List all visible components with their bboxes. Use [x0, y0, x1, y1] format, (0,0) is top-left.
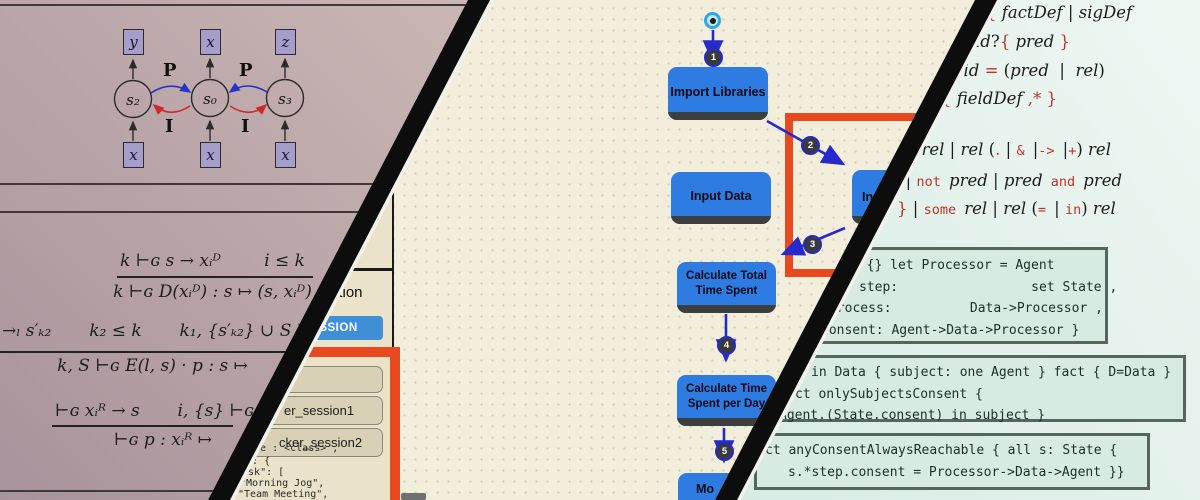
node-label: Calculate Time — [686, 383, 767, 395]
start-node[interactable] — [704, 12, 721, 29]
rule-line — [0, 211, 479, 213]
rule-line — [0, 4, 479, 6]
code-line: process: Data->Processor , — [829, 301, 1103, 316]
var-box-top: x — [200, 29, 221, 55]
node-calc-total[interactable]: Calculate Total Time Spent — [677, 262, 776, 313]
state-label: s₃ — [278, 90, 292, 108]
edge-label-p: P — [163, 60, 177, 81]
var-box-bottom: x — [275, 142, 296, 168]
edge-badge-1[interactable]: 1 — [704, 48, 723, 67]
edge-label-p: P — [239, 60, 253, 81]
var-box-top: z — [275, 29, 296, 55]
node-label: Time Spent — [695, 285, 758, 297]
state-diagram — [113, 57, 305, 141]
edge-label-i: I — [241, 116, 250, 137]
fraction-bar — [0, 351, 290, 353]
json-output-line: Task": [ — [236, 467, 285, 478]
state-label: s₀ — [203, 90, 217, 108]
node-input-data[interactable]: Input Data — [671, 172, 771, 224]
node-label: Input Data — [690, 189, 752, 203]
inference-rule-conclusion: k ⊢ɢ D(xᵢᴰ) : s ↦ (s, xᵢᴰ) — [113, 282, 312, 302]
grammar-line: { factDef | sigDef — [986, 3, 1133, 22]
code-line: step: set State , — [859, 279, 1118, 295]
inference-rule-premise: ⊢ɢ xᵢᴿ → s i, {s} ⊢ɢ — [55, 401, 255, 421]
edge-badge-2[interactable]: 2 — [801, 136, 820, 155]
node-bottom-bar — [668, 112, 768, 120]
edge-label-i: I — [165, 116, 174, 137]
start-node-dot — [709, 17, 716, 24]
json-output-line: "Morning Jog", — [240, 478, 325, 489]
var-box-top: y — [123, 29, 144, 55]
grammar-line: id?{ pred } — [975, 32, 1070, 51]
node-label: Mo — [696, 482, 715, 496]
code-line: consent: Agent->Data->Processor } — [821, 322, 1080, 338]
node-import-libraries[interactable]: Import Libraries — [668, 67, 768, 120]
code-line: ct anyConsentAlwaysReachable { all s: St… — [765, 443, 1118, 458]
var-box-bottom: x — [123, 142, 144, 168]
grammar-line: ) | not pred | pred and pred — [894, 171, 1123, 190]
state-label: s₂ — [126, 91, 140, 109]
grammar-line: { fieldDef ,* } — [941, 89, 1057, 108]
node-label: Import Libraries — [670, 85, 766, 99]
node-bottom-bar — [671, 216, 771, 224]
edge-badge-5[interactable]: 5 — [715, 442, 734, 461]
node-label: Spent per Day — [687, 398, 766, 410]
node-bottom-bar — [677, 418, 776, 426]
inference-rule-conclusion: k, S ⊢ɢ E(l, s) · p : s ↦ — [57, 356, 248, 376]
json-output-line: "Team Meeting", — [238, 489, 329, 500]
code-line: s.*step.consent = Processor->Data->Agent… — [788, 464, 1125, 480]
edge-badge-3[interactable]: 3 — [803, 235, 822, 254]
inference-rule-premise: k ⊢ɢ s → xᵢᴰ i ≤ k — [120, 251, 305, 271]
node-label: Calculate Total — [686, 270, 767, 282]
edge-badge-4[interactable]: 4 — [717, 336, 736, 355]
fraction-bar — [117, 276, 313, 278]
fraction-bar — [52, 425, 233, 427]
canvas-widget-fragment — [401, 493, 426, 500]
grammar-line: . id = (pred | rel) — [953, 61, 1105, 80]
inference-rule-conclusion: ⊢ɢ p : xᵢᴿ ↦ — [113, 430, 212, 450]
node-label: In — [862, 190, 874, 204]
code-line: Agent.(State.consent) in subject } — [779, 408, 1046, 423]
node-bottom-bar — [677, 305, 776, 313]
rule-line — [0, 183, 479, 185]
code-line: ct onlySubjectsConsent { — [795, 386, 983, 402]
grammar-line: * rel | rel (. | & |-> |+) rel — [908, 140, 1111, 159]
code-box-reachable: ct anyConsentAlwaysReachable { all s: St… — [754, 433, 1150, 490]
inference-rule-premise: →ₗ s′ₖ₂ k₂ ≤ k k₁, {s′ₖ₂} ∪ S ⊢ — [2, 321, 312, 341]
code-box-fact: in Data { subject: one Agent } fact { D=… — [768, 355, 1186, 423]
node-calc-per-day[interactable]: Calculate Time Spent per Day — [677, 375, 776, 426]
var-box-bottom: x — [200, 142, 221, 168]
code-line: in Data { subject: one Agent } fact { D=… — [811, 365, 1172, 380]
